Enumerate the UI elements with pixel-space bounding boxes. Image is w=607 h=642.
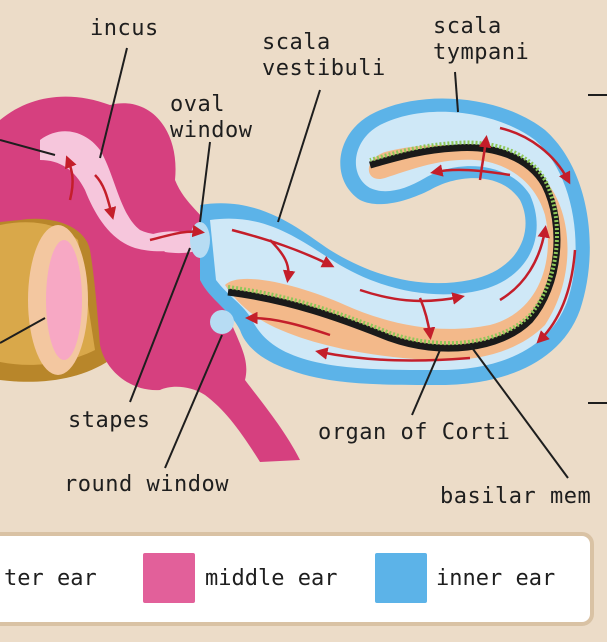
legend-middle-ear-swatch (143, 553, 195, 603)
basilar-membrane (227, 144, 561, 352)
scala-vestibuli-label-line2: vestibuli (262, 56, 386, 81)
scala-tympani-leader (454, 71, 459, 113)
arrow (231, 228, 335, 268)
cochlea (190, 98, 590, 385)
basilar-membrane-label: basilar mem (440, 484, 592, 509)
arrow (245, 311, 331, 337)
incus-label: incus (90, 16, 159, 41)
arrow (64, 155, 77, 201)
eardrum-inner (46, 240, 82, 360)
malleus-leader (0, 139, 56, 156)
eardrum-leader (0, 317, 46, 344)
legend: ter ear middle ear inner ear (0, 532, 594, 626)
arrow (499, 225, 550, 302)
oval-window-label-line1: oval (170, 92, 225, 117)
arrow (418, 297, 436, 340)
legend-middle-ear-label: middle ear (205, 566, 338, 591)
arrow (499, 126, 571, 185)
arrow (430, 164, 511, 177)
arrow (536, 249, 577, 344)
leader-lines (0, 47, 607, 479)
stapes-leader (129, 247, 191, 403)
incus-leader (99, 47, 128, 159)
scala-vestibuli-label-line1: scala (262, 30, 331, 55)
arrow (359, 288, 465, 305)
round-window-leader (164, 334, 223, 469)
legend-outer-ear-label: ter ear (4, 566, 97, 591)
stapes-label: stapes (68, 408, 151, 433)
organ-of-corti-strip (227, 140, 559, 346)
round-window-label: round window (64, 472, 229, 497)
incus-bone (40, 131, 205, 252)
arrow (315, 347, 471, 362)
legend-inner-ear-label: inner ear (436, 566, 556, 591)
flow-arrows (64, 126, 577, 362)
arrow (94, 174, 117, 220)
legend-inner-ear-swatch (375, 553, 427, 603)
scala-vestibuli-leader (277, 89, 321, 223)
scala-tympani-label-line2: tympani (433, 40, 530, 65)
arrow (149, 224, 205, 242)
arrow (269, 239, 296, 283)
oval-window-label-line2: window (170, 118, 253, 143)
round-window-membrane (210, 310, 234, 334)
outer-ear-canal (0, 206, 110, 382)
organ-of-corti-label: organ of Corti (318, 420, 511, 445)
scala-tympani-label-line1: scala (433, 14, 502, 39)
oval-window-leader (199, 141, 211, 223)
basilar-membrane-leader (469, 344, 569, 479)
oval-window-membrane (190, 222, 210, 258)
organ-of-corti-leader (411, 349, 441, 416)
arrow (478, 135, 492, 181)
